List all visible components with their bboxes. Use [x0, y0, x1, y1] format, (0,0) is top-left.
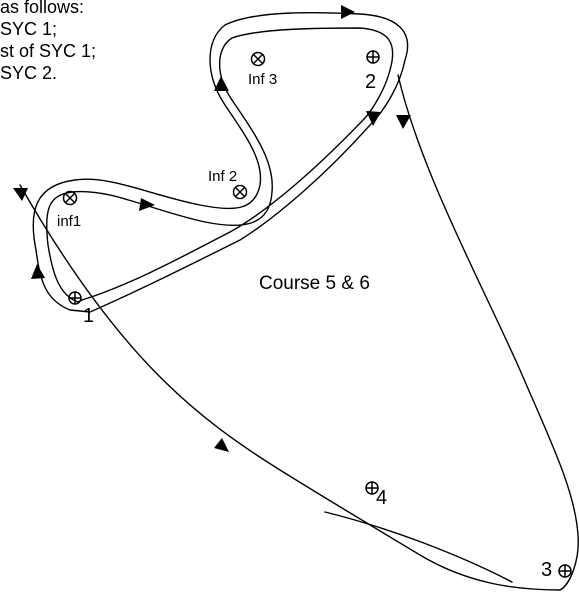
direction-arrowhead-top	[341, 5, 355, 19]
mark-3-label: 3	[541, 559, 552, 581]
direction-arrowhead-up-left	[31, 264, 45, 279]
leg-from-3-to-outer	[19, 184, 561, 591]
inf-2-label: Inf 2	[208, 168, 237, 185]
inf-1-label: inf1	[57, 213, 81, 230]
leg-from-2-to-3	[397, 74, 579, 591]
direction-arrowhead-leg-2-3	[396, 115, 411, 129]
inf-3-buoy-icon	[250, 51, 266, 67]
instruction-line-2: SYC 1;	[0, 19, 58, 39]
direction-arrowhead-down-2	[366, 111, 381, 126]
return-line-near-3	[324, 511, 513, 583]
direction-arrowhead-left-top	[13, 188, 28, 201]
mark-1-label: 1	[83, 305, 94, 327]
mark-4-buoy-icon	[365, 481, 379, 495]
course-inner-loop	[45, 27, 394, 303]
instruction-line-4: SYC 2.	[0, 63, 58, 83]
inf-1-buoy-icon	[62, 190, 78, 206]
direction-arrowhead-up-1	[214, 76, 229, 91]
mark-4-label: 4	[376, 487, 387, 509]
inf-3-label: Inf 3	[248, 71, 277, 88]
course-outer-loop	[32, 11, 409, 313]
mark-2-buoy-icon	[366, 50, 380, 64]
inf-2-buoy-icon	[232, 184, 248, 200]
instruction-line-3: st of SYC 1;	[0, 41, 97, 61]
mark-1-buoy-icon	[68, 291, 82, 305]
mark-3-buoy-icon	[558, 564, 572, 578]
instruction-line-1: as follows:	[0, 0, 85, 17]
direction-arrowhead-left-inner	[139, 198, 155, 211]
mark-2-label: 2	[365, 71, 376, 93]
direction-arrowhead-return	[214, 438, 229, 452]
course-title: Course 5 & 6	[259, 273, 370, 294]
